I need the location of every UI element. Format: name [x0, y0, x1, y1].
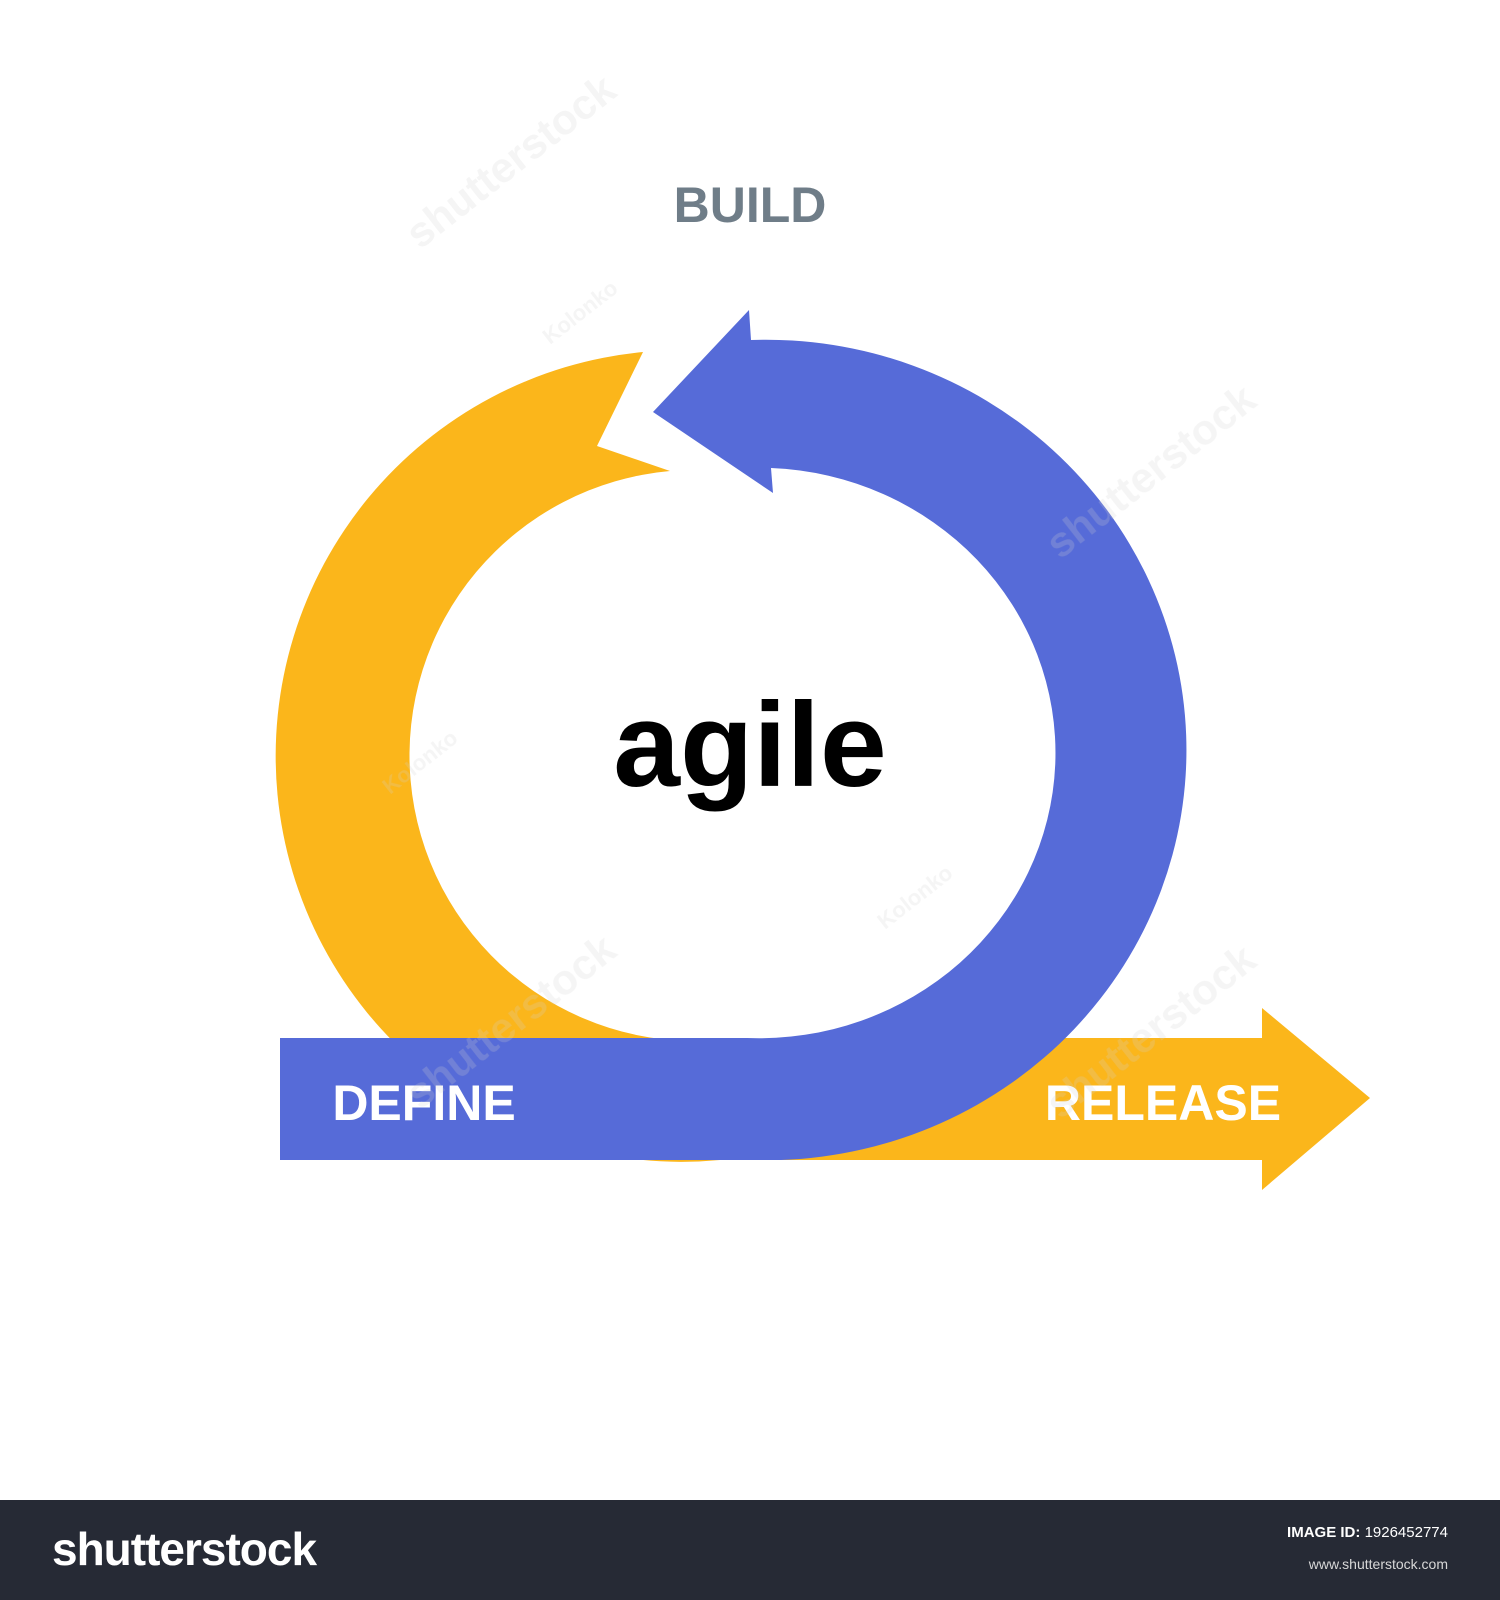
stock-logo: shutterstock — [52, 1523, 317, 1575]
stage-label-build: BUILD — [674, 177, 827, 233]
stage-label-define: DEFINE — [332, 1075, 515, 1131]
stock-footer-bar: shutterstock IMAGE ID: 1926452774 www.sh… — [0, 1500, 1500, 1600]
blue-cycle-arrow — [280, 310, 1187, 1160]
image-id-value: 1926452774 — [1364, 1524, 1448, 1541]
agile-cycle-diagram: BUILD agile DEFINE RELEASE shutterstock … — [275, 64, 1370, 1190]
center-label-agile: agile — [613, 678, 886, 812]
yellow-cycle-arrow — [275, 352, 720, 1162]
watermark-author: Kolonko — [538, 275, 623, 349]
image-id-row: IMAGE ID: 1926452774 — [1287, 1524, 1448, 1541]
stage-label-release: RELEASE — [1045, 1075, 1281, 1131]
stock-site-url: www.shutterstock.com — [1308, 1556, 1448, 1572]
watermark-author: Kolonko — [873, 860, 958, 934]
image-id-label: IMAGE ID: — [1287, 1524, 1361, 1541]
watermark-text: shutterstock — [397, 64, 625, 257]
